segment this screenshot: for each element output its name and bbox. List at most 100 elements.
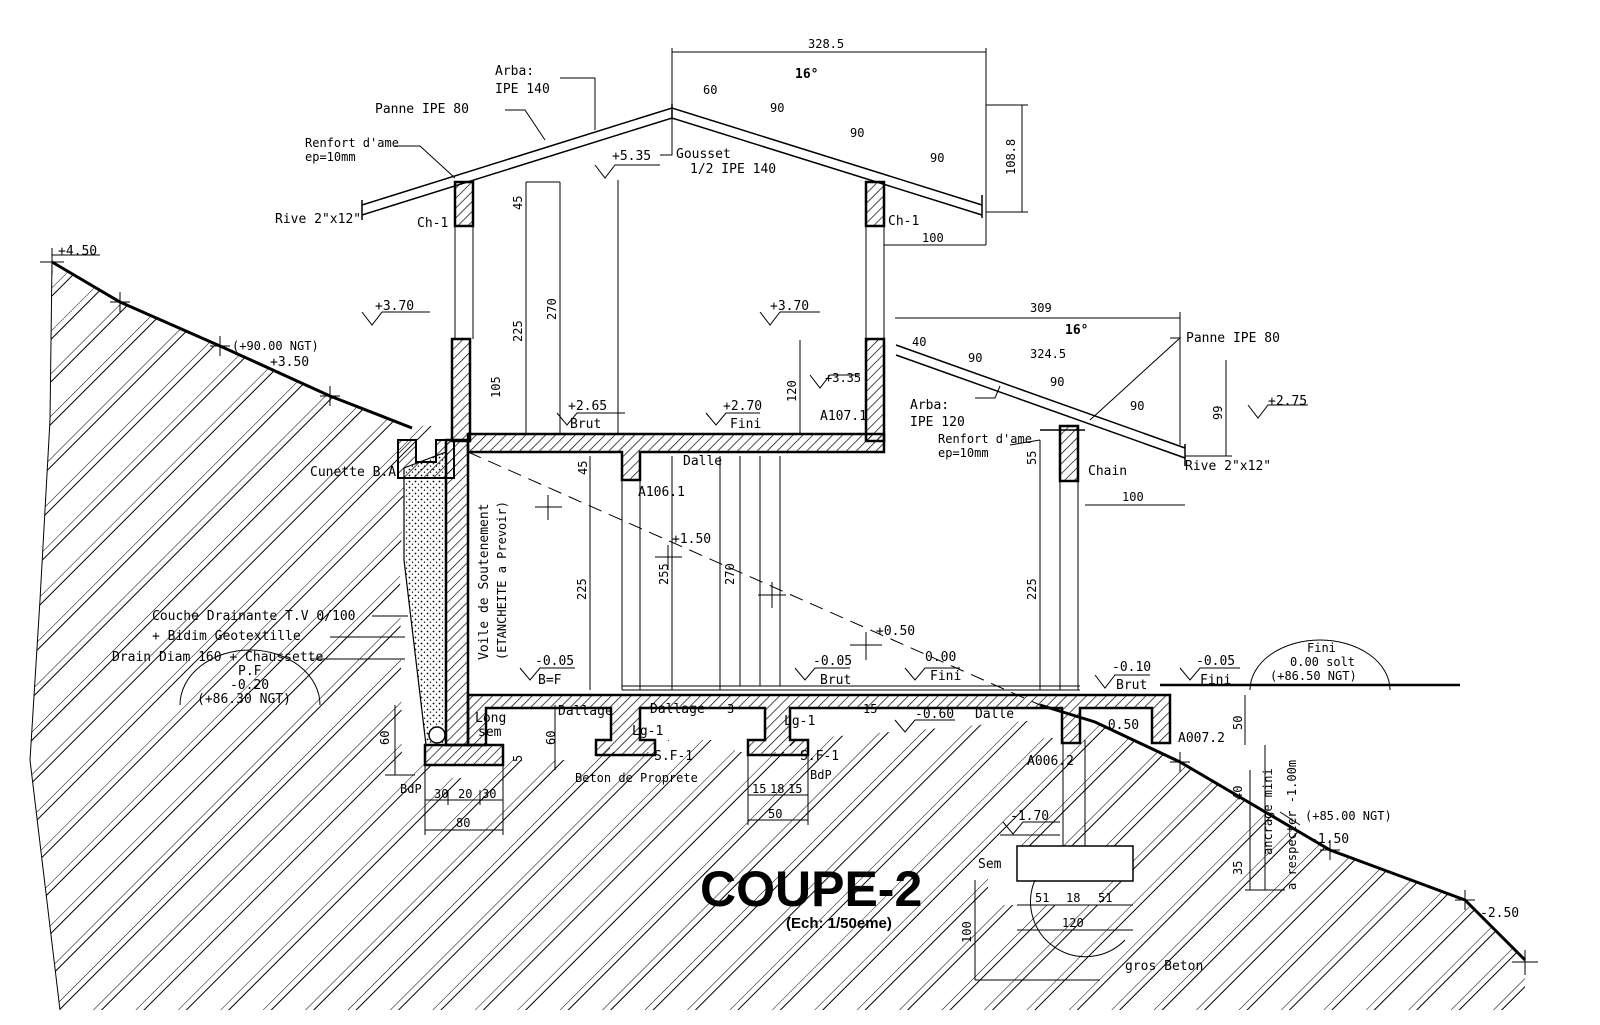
dim-60-b: 60 xyxy=(378,731,392,745)
etancheite-label: (ETANCHEITE a Prevoir) xyxy=(495,501,509,660)
retaining-wall xyxy=(444,438,470,747)
roof-lower xyxy=(895,344,1186,466)
dim-1088: 108.8 xyxy=(1004,139,1018,175)
dim-20: 20 xyxy=(458,787,472,801)
level-370-left: +3.70 xyxy=(375,299,414,314)
scale-note: (Ech: 1/50eme) xyxy=(786,915,892,932)
level-170: -1.70 xyxy=(1010,809,1049,824)
level-060: -0.60 xyxy=(915,707,954,722)
dallage-label-1: Dallage xyxy=(558,704,613,719)
ch1-label-left: Ch-1 xyxy=(417,216,448,231)
rive-label-1: Rive 2"x12" xyxy=(275,212,361,227)
sf1-label-b: S.F-1 xyxy=(800,749,839,764)
arba-label-2: Arba: xyxy=(910,398,949,413)
couche-label: Couche Drainante T.V 0/100 xyxy=(152,609,356,624)
slope-lower: 16° xyxy=(1065,323,1088,338)
slope-dashed-line xyxy=(467,451,1041,706)
dim-270-b: 270 xyxy=(723,563,737,585)
gousset-label: Gousset xyxy=(676,147,731,162)
level-350: +3.50 xyxy=(270,355,309,370)
upper-slab xyxy=(466,432,886,482)
level-050-b: -0.50 xyxy=(1100,718,1139,733)
dim-90-d: 90 xyxy=(968,351,982,365)
dim-309: 309 xyxy=(1030,301,1052,315)
rive-label-2: Rive 2"x12" xyxy=(1185,459,1271,474)
ngt-8500: (+85.00 NGT) xyxy=(1305,809,1392,823)
room-a1061: A106.1 xyxy=(638,485,685,500)
chain-right xyxy=(1058,424,1080,483)
upper-wall-right xyxy=(864,337,886,443)
dim-15: 15 xyxy=(863,702,877,716)
drainage-layer xyxy=(403,451,447,746)
dim-90-c: 90 xyxy=(930,151,944,165)
dim-120-b: 120 xyxy=(1062,916,1084,930)
ground-line-right xyxy=(1039,703,1527,962)
panne-label-2: Panne IPE 80 xyxy=(1186,331,1280,346)
dim-60: 60 xyxy=(703,83,717,97)
fini-label-3: Fini xyxy=(1200,673,1231,688)
dim-15-a: 15 xyxy=(752,782,766,796)
respecter-label: a respecter -1.00m xyxy=(1285,760,1299,890)
level-005-b: -0.05 xyxy=(813,654,852,669)
ipe140-label: IPE 140 xyxy=(495,82,550,97)
bidim-label: + Bidim Geotextille xyxy=(152,629,301,644)
pf-label: P.F xyxy=(238,664,262,679)
renfort-label-1: Renfort d'ame xyxy=(305,136,399,150)
dim-50-b: 50 xyxy=(768,807,782,821)
solt-label: 0.00 solt xyxy=(1290,655,1355,669)
sf1-label-a: S.F-1 xyxy=(654,749,693,764)
chain-ch1-left xyxy=(453,180,475,228)
level-000: 0.00 xyxy=(925,650,956,665)
leader-lines xyxy=(310,77,1301,826)
dim-5: 5 xyxy=(511,755,525,762)
fini-label-2: Fini xyxy=(930,669,961,684)
wall-footing xyxy=(423,743,505,767)
dalle-label-2: Dalle xyxy=(975,707,1014,722)
ngt-8650: (+86.50 NGT) xyxy=(1270,669,1357,683)
brut-label-1: Brut xyxy=(570,417,601,432)
brut-label-2: Brut xyxy=(820,673,851,688)
dim-40: 40 xyxy=(912,335,926,349)
lg1-label-b: Lg-1 xyxy=(784,714,815,729)
ground-slab xyxy=(466,693,1172,757)
dim-55: 55 xyxy=(1025,451,1039,465)
fini-label-1: Fini xyxy=(730,417,761,432)
room-a0062: A006.2 xyxy=(1027,754,1074,769)
dim-45-b: 45 xyxy=(576,461,590,475)
level-265: +2.65 xyxy=(568,399,607,414)
sem-label-2: Sem xyxy=(978,857,1002,872)
sem-label-1: sem xyxy=(478,725,502,740)
brut-label-3: Brut xyxy=(1116,678,1147,693)
half-ipe-label: 1/2 IPE 140 xyxy=(690,162,776,177)
level-370-right: +3.70 xyxy=(770,299,809,314)
dim-30-a: 30 xyxy=(434,787,448,801)
slope-upper: 16° xyxy=(795,67,818,82)
ep-label-2: ep=10mm xyxy=(938,446,989,460)
bdp-label-2: BdP xyxy=(810,768,832,782)
level-050: +0.50 xyxy=(876,624,915,639)
ipe120-label: IPE 120 xyxy=(910,415,965,430)
ancrage-label: ancrage mini xyxy=(1261,768,1275,855)
dim-3285: 328.5 xyxy=(808,37,844,51)
drain-label: Drain Diam 160 + Chaussette xyxy=(112,650,323,665)
dim-51-b: 51 xyxy=(1098,891,1112,905)
dim-100-a: 100 xyxy=(922,231,944,245)
arba-label-1: Arba: xyxy=(495,64,534,79)
level-005-c: -0.05 xyxy=(1196,654,1235,669)
dim-40-b: 40 xyxy=(1231,786,1245,800)
lg1-label-a: Lg-1 xyxy=(632,724,663,739)
ngt-8630: (+86.30 NGT) xyxy=(197,692,291,707)
dim-255: 255 xyxy=(657,563,671,585)
level-535: +5.35 xyxy=(612,149,651,164)
level-275: +2.75 xyxy=(1268,394,1307,409)
foundation-sem xyxy=(1016,845,1134,882)
dim-45-a: 45 xyxy=(511,196,525,210)
dim-60-c: 60 xyxy=(544,731,558,745)
dim-15-b: 15 xyxy=(788,782,802,796)
bdp-label-1: BdP xyxy=(400,782,422,796)
voile-label: Voile de Soutenement xyxy=(477,503,492,660)
room-a0072: A007.2 xyxy=(1178,731,1225,746)
dim-30-b: 30 xyxy=(482,787,496,801)
drain-pipe xyxy=(428,726,446,744)
